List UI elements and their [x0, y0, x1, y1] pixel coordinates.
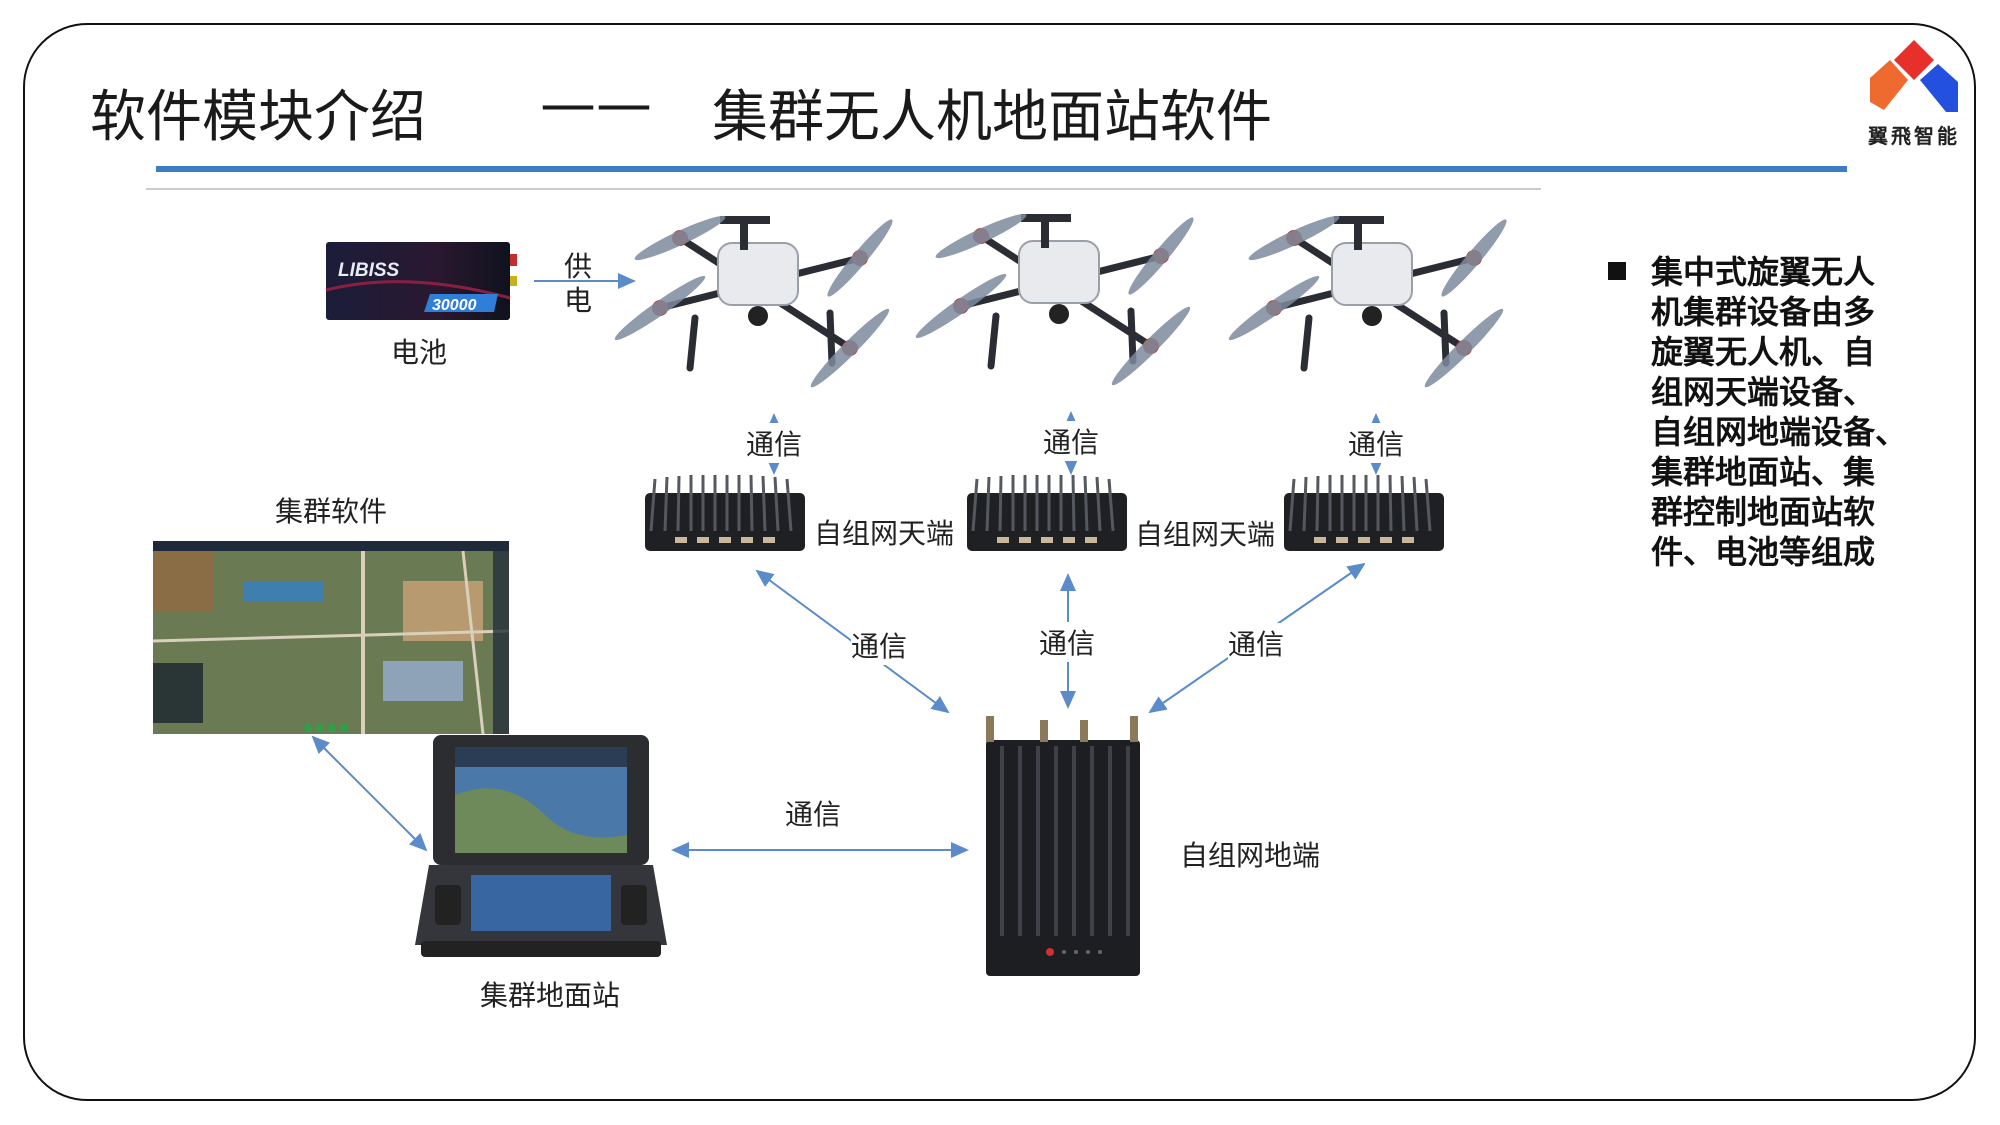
divider: [146, 188, 1541, 190]
bullet-square-icon: [1608, 262, 1626, 280]
air-terminal-label-2: 自组网天端: [1134, 518, 1276, 551]
software-label: 集群软件: [274, 495, 388, 528]
air-terminal-image-2: [965, 473, 1129, 553]
comm-arrow-software-station: [311, 735, 428, 852]
air-terminal-image-1: [643, 473, 807, 553]
description-line: 组网天端设备、: [1651, 373, 1876, 411]
comm-label-drone1: 通信: [745, 423, 803, 463]
comm-label-air2: 通信: [1038, 622, 1096, 662]
description-line: 机集群设备由多: [1651, 293, 1876, 331]
company-logo: 翼飛智能: [1862, 36, 1966, 148]
description-text: 集中式旋翼无人 机集群设备由多 旋翼无人机、自 组网天端设备、 自组网地端设备、…: [1651, 252, 1941, 572]
swarm-software-screenshot: [152, 541, 510, 735]
power-label-1: 供: [563, 250, 593, 283]
comm-label-station-ground: 通信: [784, 798, 842, 831]
comm-label-drone2: 通信: [1042, 421, 1100, 461]
comm-label-air1: 通信: [850, 625, 908, 665]
title-left: 软件模块介绍: [90, 85, 426, 150]
battery-image: LIBISS 30000: [325, 240, 518, 323]
logo-text: 翼飛智能: [1868, 124, 1960, 148]
description-line: 件、电池等组成: [1651, 533, 1876, 571]
ground-station-label: 集群地面站: [479, 979, 621, 1012]
description-line: 集群地面站、集: [1651, 453, 1876, 491]
ground-terminal-image: [986, 716, 1140, 976]
drone-image-2: [901, 196, 1221, 411]
title-underline: [156, 166, 1847, 172]
power-label-2: 电: [563, 284, 593, 317]
air-terminal-label-1: 自组网天端: [813, 517, 955, 550]
title-right: 集群无人机地面站软件: [712, 85, 1272, 150]
title-dash: ——: [540, 72, 652, 137]
description-line: 自组网地端设备、: [1651, 413, 1908, 451]
svg-text:30000: 30000: [432, 297, 477, 314]
slide-frame: [23, 23, 1976, 1101]
comm-label-drone3: 通信: [1347, 423, 1405, 463]
air-terminal-image-3: [1282, 473, 1446, 553]
comm-label-air3: 通信: [1227, 623, 1285, 663]
ground-terminal-label: 自组网地端: [1179, 839, 1321, 872]
drone-image-1: [600, 198, 920, 413]
svg-text:LIBISS: LIBISS: [338, 260, 400, 281]
description-line: 群控制地面站软: [1651, 493, 1876, 531]
description-line: 集中式旋翼无人: [1651, 253, 1876, 291]
description-line: 旋翼无人机、自: [1651, 333, 1876, 371]
drone-image-3: [1214, 198, 1534, 413]
ground-station-laptop-image: [415, 735, 667, 957]
logo-mark-icon: [1870, 40, 1958, 112]
battery-label: 电池: [390, 336, 448, 369]
